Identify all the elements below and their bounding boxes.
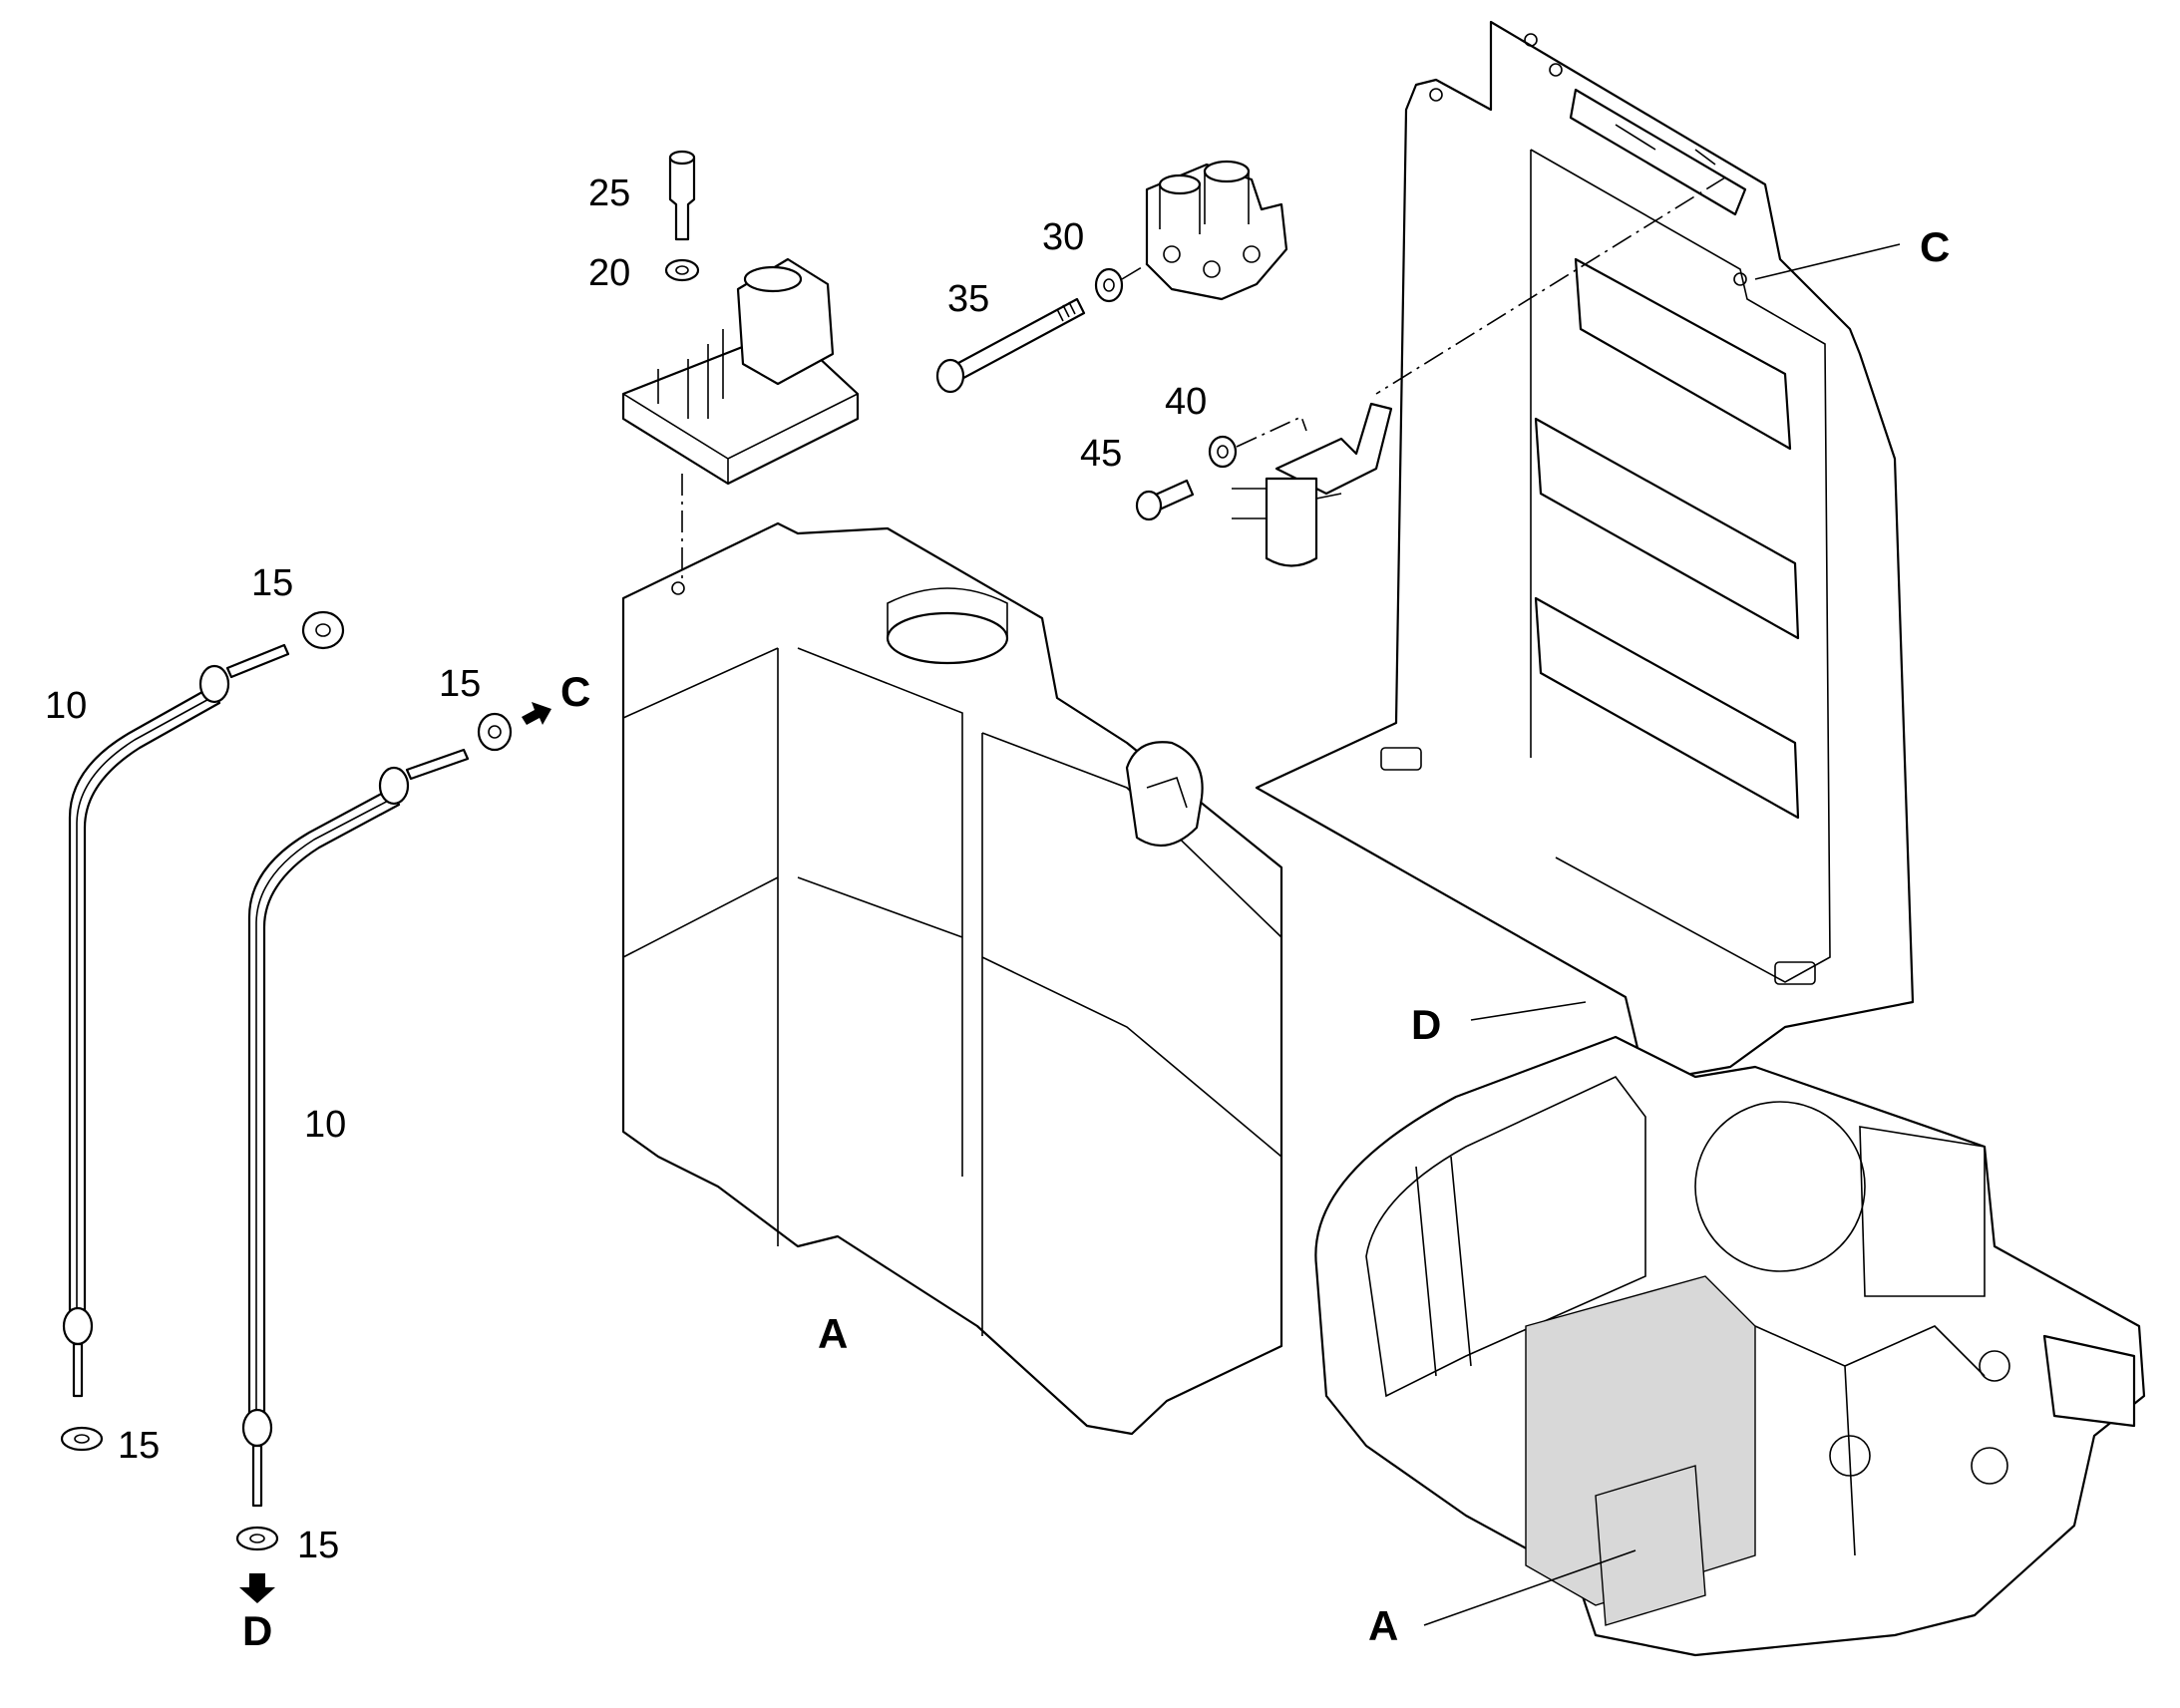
callout-10-right: 10: [304, 1104, 346, 1146]
long-bolt-part: [935, 297, 1086, 394]
washer-40: [1208, 435, 1238, 469]
callout-15-top-right: 15: [439, 663, 481, 705]
callout-35: 35: [947, 278, 989, 320]
mounting-bracket: [1255, 20, 1915, 1084]
label-a-tank: A: [818, 1310, 848, 1357]
sensor-bracket-part: [1232, 402, 1393, 567]
label-d-arrow: D: [242, 1607, 272, 1654]
strap-right: [241, 748, 470, 1508]
callout-20: 20: [588, 252, 630, 294]
cap-screw-part: [668, 150, 696, 241]
label-d-bracket: D: [1411, 1001, 1441, 1048]
label-c-bracket: C: [1920, 223, 1950, 270]
washer-20: [664, 258, 700, 282]
washer-15-bottom-right: [235, 1526, 279, 1551]
callout-15-bottom-left: 15: [118, 1425, 160, 1467]
washer-30: [1094, 267, 1124, 303]
dosing-module-part: [621, 257, 860, 486]
short-bolt-part: [1135, 479, 1195, 521]
washer-15-top-left: [301, 610, 345, 650]
leader-lines: [1423, 243, 1901, 1626]
valve-block-part: [1145, 160, 1288, 301]
callout-10-left: 10: [45, 685, 87, 727]
label-a-machine: A: [1368, 1602, 1398, 1649]
washer-15-bottom-left: [60, 1426, 104, 1452]
assembly-lines: [681, 176, 1726, 578]
callout-25: 25: [588, 172, 630, 214]
strap-left: [62, 643, 290, 1398]
arrow-to-d: [239, 1573, 275, 1603]
callout-45: 45: [1080, 433, 1122, 475]
callout-30: 30: [1042, 216, 1084, 258]
arrow-to-c: [522, 702, 551, 725]
machine-frame-assembly: [1314, 1035, 2146, 1657]
washer-15-top-right: [477, 712, 513, 752]
callout-40: 40: [1165, 381, 1207, 423]
callout-15-top-left: 15: [251, 562, 293, 604]
callout-15-bottom-right: 15: [297, 1525, 339, 1566]
fluid-tank-part: [621, 521, 1283, 1436]
label-c-arrow: C: [560, 668, 590, 715]
